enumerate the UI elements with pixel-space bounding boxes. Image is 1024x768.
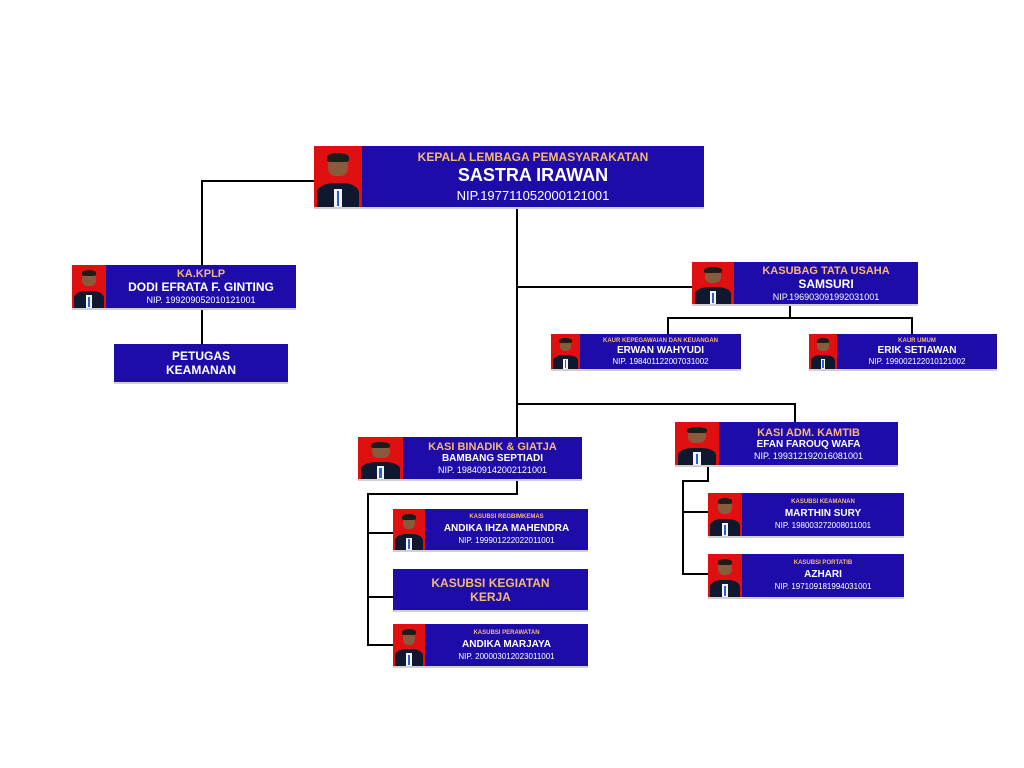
kepegawaian-role: KAUR KEPEGAWAIAN DAN KEUANGAN [602, 337, 718, 344]
binadik-card: KASI BINADIK & GIATJA BAMBANG SEPTIADI N… [358, 437, 582, 481]
tata-usaha-photo [692, 262, 734, 304]
regbimkemas-name: ANDIKA IHZA MAHENDRA [443, 523, 570, 534]
umum-photo [809, 334, 837, 369]
binadik-role: KASI BINADIK & GIATJA [428, 441, 557, 453]
binadik-photo [358, 437, 403, 479]
kplp-card: KA.KPLP DODI EFRATA F. GINTING NIP. 1992… [72, 265, 296, 310]
tata-usaha-card: KASUBAG TATA USAHA SAMSURI NIP.196903091… [692, 262, 918, 306]
keamanan-nip: NIP. 198003272008011001 [774, 521, 872, 530]
kamtib-card: KASI ADM. KAMTIB EFAN FAROUQ WAFA NIP. 1… [675, 422, 898, 467]
portatib-name: AZHARI [804, 569, 842, 580]
kepegawaian-nip: NIP. 198401122007031002 [612, 356, 709, 366]
kepegawaian-name: ERWAN WAHYUDI [616, 344, 705, 356]
regbimkemas-role: KASUBSI REGBIMKEMAS [469, 514, 544, 520]
kepegawaian-card: KAUR KEPEGAWAIAN DAN KEUANGAN ERWAN WAHY… [551, 334, 741, 371]
perawatan-photo [393, 624, 425, 666]
perawatan-role: KASUBSI PERAWATAN [473, 629, 540, 636]
umum-role: KAUR UMUM [898, 337, 936, 344]
tata-usaha-role: KASUBAG TATA USAHA [762, 264, 890, 277]
perawatan-nip: NIP. 200003012023011001 [458, 651, 555, 661]
kamtib-name: EFAN FAROUQ WAFA [756, 438, 861, 450]
umum-nip: NIP. 199002122010121002 [868, 356, 966, 366]
portatib-nip: NIP. 197109181994031001 [774, 582, 872, 591]
kamtib-photo [675, 422, 719, 465]
keamanan-photo [708, 493, 742, 536]
regbimkemas-card: KASUBSI REGBIMKEMAS ANDIKA IHZA MAHENDRA… [393, 509, 588, 552]
petugas-keamanan-card: PETUGAS KEAMANAN [114, 344, 288, 384]
petugas-label-line1: PETUGAS [171, 349, 230, 363]
kplp-name: DODI EFRATA F. GINTING [128, 280, 274, 294]
head-nip: NIP.197711052000121001 [456, 188, 610, 203]
kegiatan-kerja-line2: KERJA [470, 589, 511, 604]
binadik-name: BAMBANG SEPTIADI [441, 453, 544, 464]
perawatan-name: ANDIKA MARJAYA [462, 638, 551, 650]
portatib-photo [708, 554, 742, 597]
keamanan-name: MARTHIN SURY [784, 508, 862, 519]
head-photo [314, 146, 362, 207]
regbimkemas-photo [393, 509, 425, 550]
regbimkemas-nip: NIP. 199901222022011001 [458, 536, 555, 545]
kplp-photo [72, 265, 106, 308]
tata-usaha-name: SAMSURI [798, 276, 854, 291]
tata-usaha-nip: NIP.196903091992031001 [772, 291, 880, 302]
portatib-role: KASUBSI PORTATIB [793, 560, 853, 566]
umum-name: ERIK SETIAWAN [877, 344, 957, 356]
kamtib-nip: NIP. 199312192016081001 [754, 450, 863, 461]
head-name: SASTRA IRAWAN [457, 165, 609, 185]
perawatan-card: KASUBSI PERAWATAN ANDIKA MARJAYA NIP. 20… [393, 624, 588, 668]
binadik-nip: NIP. 198409142002121001 [438, 465, 547, 475]
keamanan-card: KASUBSI KEAMANAN MARTHIN SURY NIP. 19800… [708, 493, 904, 538]
keamanan-role: KASUBSI KEAMANAN [791, 499, 855, 505]
petugas-label-line2: KEAMANAN [166, 363, 236, 377]
head-card: KEPALA LEMBAGA PEMASYARAKATAN SASTRA IRA… [314, 146, 704, 209]
umum-card: KAUR UMUM ERIK SETIAWAN NIP. 19900212201… [809, 334, 997, 371]
kegiatan-kerja-line1: KASUBSI KEGIATAN [431, 575, 550, 590]
kegiatan-kerja-card: KASUBSI KEGIATAN KERJA [393, 569, 588, 612]
kplp-role: KA.KPLP [176, 268, 226, 280]
kamtib-role: KASI ADM. KAMTIB [757, 426, 860, 439]
portatib-card: KASUBSI PORTATIB AZHARI NIP. 19710918199… [708, 554, 904, 599]
kepegawaian-photo [551, 334, 580, 369]
kplp-nip: NIP. 199209052010121001 [146, 295, 256, 305]
head-role: KEPALA LEMBAGA PEMASYARAKATAN [417, 150, 649, 164]
